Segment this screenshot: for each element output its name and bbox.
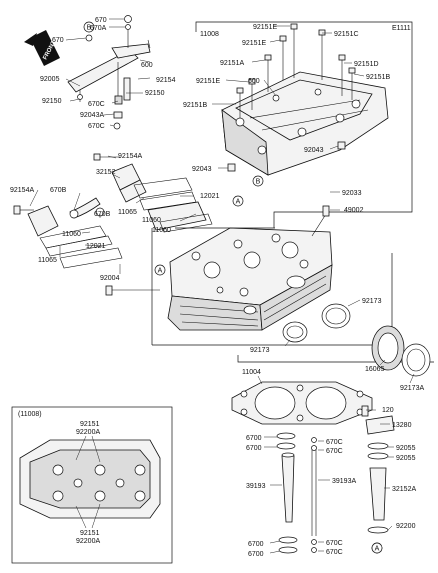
- label-13280: 13280: [392, 422, 412, 429]
- label-11004: 11004: [242, 369, 261, 376]
- label-6700-a: 6700: [246, 435, 262, 442]
- label-670a: 670A: [90, 25, 107, 32]
- label-11060-c: 11060: [62, 231, 81, 238]
- label-11008: 11008: [200, 31, 219, 38]
- label-12021-a: 12021: [200, 193, 220, 200]
- label-92043-a: 92043: [192, 166, 212, 173]
- oil-pipes: [276, 432, 317, 554]
- label-92151e-c: 92151E: [196, 78, 220, 85]
- label-11065-a: 11065: [118, 209, 137, 216]
- label-670c-a: 670C: [88, 101, 105, 108]
- label-92151e-b: 92151E: [242, 40, 266, 47]
- marker-b-top: B: [83, 21, 95, 33]
- label-92173a: 92173A: [400, 385, 424, 392]
- label-49002: 49002: [344, 207, 364, 214]
- cylinder-head: [105, 205, 333, 331]
- part-labels: 670 670A 670 600 92005 92154 92150 92150…: [10, 17, 424, 558]
- label-16065: 16065: [365, 366, 385, 373]
- label-6700-d: 6700: [248, 551, 264, 558]
- label-92055-b: 92055: [396, 455, 416, 462]
- label-92043a: 92043A: [80, 112, 104, 119]
- label-600-b: 600: [248, 78, 260, 85]
- label-92151a: 92151A: [220, 60, 244, 67]
- label-code: E1111: [392, 25, 411, 32]
- label-92154a-a: 92154A: [118, 153, 142, 160]
- marker-a-bottom: A: [371, 542, 383, 554]
- svg-text:A: A: [236, 199, 241, 206]
- label-inset-92200a-a: 92200A: [76, 429, 100, 436]
- svg-text:B: B: [87, 25, 92, 32]
- label-92043-b: 92043: [304, 147, 324, 154]
- marker-a-left: A: [154, 264, 166, 276]
- label-670-a: 670: [95, 17, 107, 24]
- svg-text:B: B: [256, 179, 261, 186]
- label-670c-e: 670C: [326, 540, 343, 547]
- marker-b-cover: B: [252, 175, 264, 187]
- label-11065-b: 11065: [38, 257, 57, 264]
- gasket-group-frame: [237, 355, 434, 363]
- marker-a-head: A: [232, 195, 244, 207]
- label-670b-b: 670B: [94, 211, 111, 218]
- label-92151d: 92151D: [354, 61, 379, 68]
- label-92005: 92005: [40, 76, 60, 83]
- front-arrow-icon: FRONT: [24, 30, 60, 66]
- label-92173-b: 92173: [250, 347, 270, 354]
- leader-lines: [29, 18, 415, 554]
- label-92154a-b: 92154A: [10, 187, 34, 194]
- label-39193a: 39193A: [332, 478, 356, 485]
- label-inset-92151-a: 92151: [80, 421, 100, 428]
- cylinder-head-gasket: [231, 381, 373, 425]
- label-inset-92151-b: 92151: [80, 530, 100, 537]
- label-92151b-b: 92151B: [183, 102, 207, 109]
- label-11060-b: 11060: [152, 227, 171, 234]
- label-92151e-a: 92151E: [253, 24, 277, 31]
- label-92173-a: 92173: [362, 298, 382, 305]
- label-32152: 32152: [96, 169, 116, 176]
- label-670c-c: 670C: [326, 439, 343, 446]
- label-670c-f: 670C: [326, 549, 343, 556]
- label-670b-a: 670B: [50, 187, 67, 194]
- inset-head-detail: [19, 435, 161, 529]
- label-11060-a: 11060: [142, 217, 161, 224]
- svg-text:A: A: [375, 546, 380, 553]
- label-92150-b: 92150: [145, 90, 165, 97]
- label-92004: 92004: [100, 275, 120, 282]
- cylinder-head-cover: [221, 23, 389, 176]
- label-32152a: 32152A: [392, 486, 416, 493]
- label-120: 120: [382, 407, 394, 414]
- label-12021-b: 12021: [86, 243, 106, 250]
- inset-frame: [11, 406, 173, 564]
- label-670c-d: 670C: [326, 448, 343, 455]
- air-suction-valve-right: [133, 177, 213, 233]
- svg-text:A: A: [158, 268, 163, 275]
- cover-group-frame: [195, 21, 413, 228]
- label-inset-92200a-b: 92200A: [76, 538, 100, 545]
- label-6700-b: 6700: [246, 445, 262, 452]
- label-39193: 39193: [246, 483, 266, 490]
- label-600-a: 600: [141, 62, 153, 69]
- air-suction-valve-left: [13, 153, 147, 269]
- label-670c-b: 670C: [88, 123, 105, 130]
- breather-bracket-assembly: [67, 15, 151, 130]
- label-92154: 92154: [156, 77, 176, 84]
- oil-pipe-fitting-right: [361, 405, 395, 554]
- label-92200: 92200: [396, 523, 416, 530]
- label-92033: 92033: [342, 190, 362, 197]
- intake-holders: [282, 303, 431, 377]
- label-92055-a: 92055: [396, 445, 416, 452]
- label-670-b: 670: [52, 37, 64, 44]
- label-6700-c: 6700: [248, 541, 264, 548]
- label-inset-title: (11008): [18, 411, 42, 418]
- label-92151c: 92151C: [334, 31, 359, 38]
- label-92151b-a: 92151B: [366, 74, 390, 81]
- label-92150-a: 92150: [42, 98, 62, 105]
